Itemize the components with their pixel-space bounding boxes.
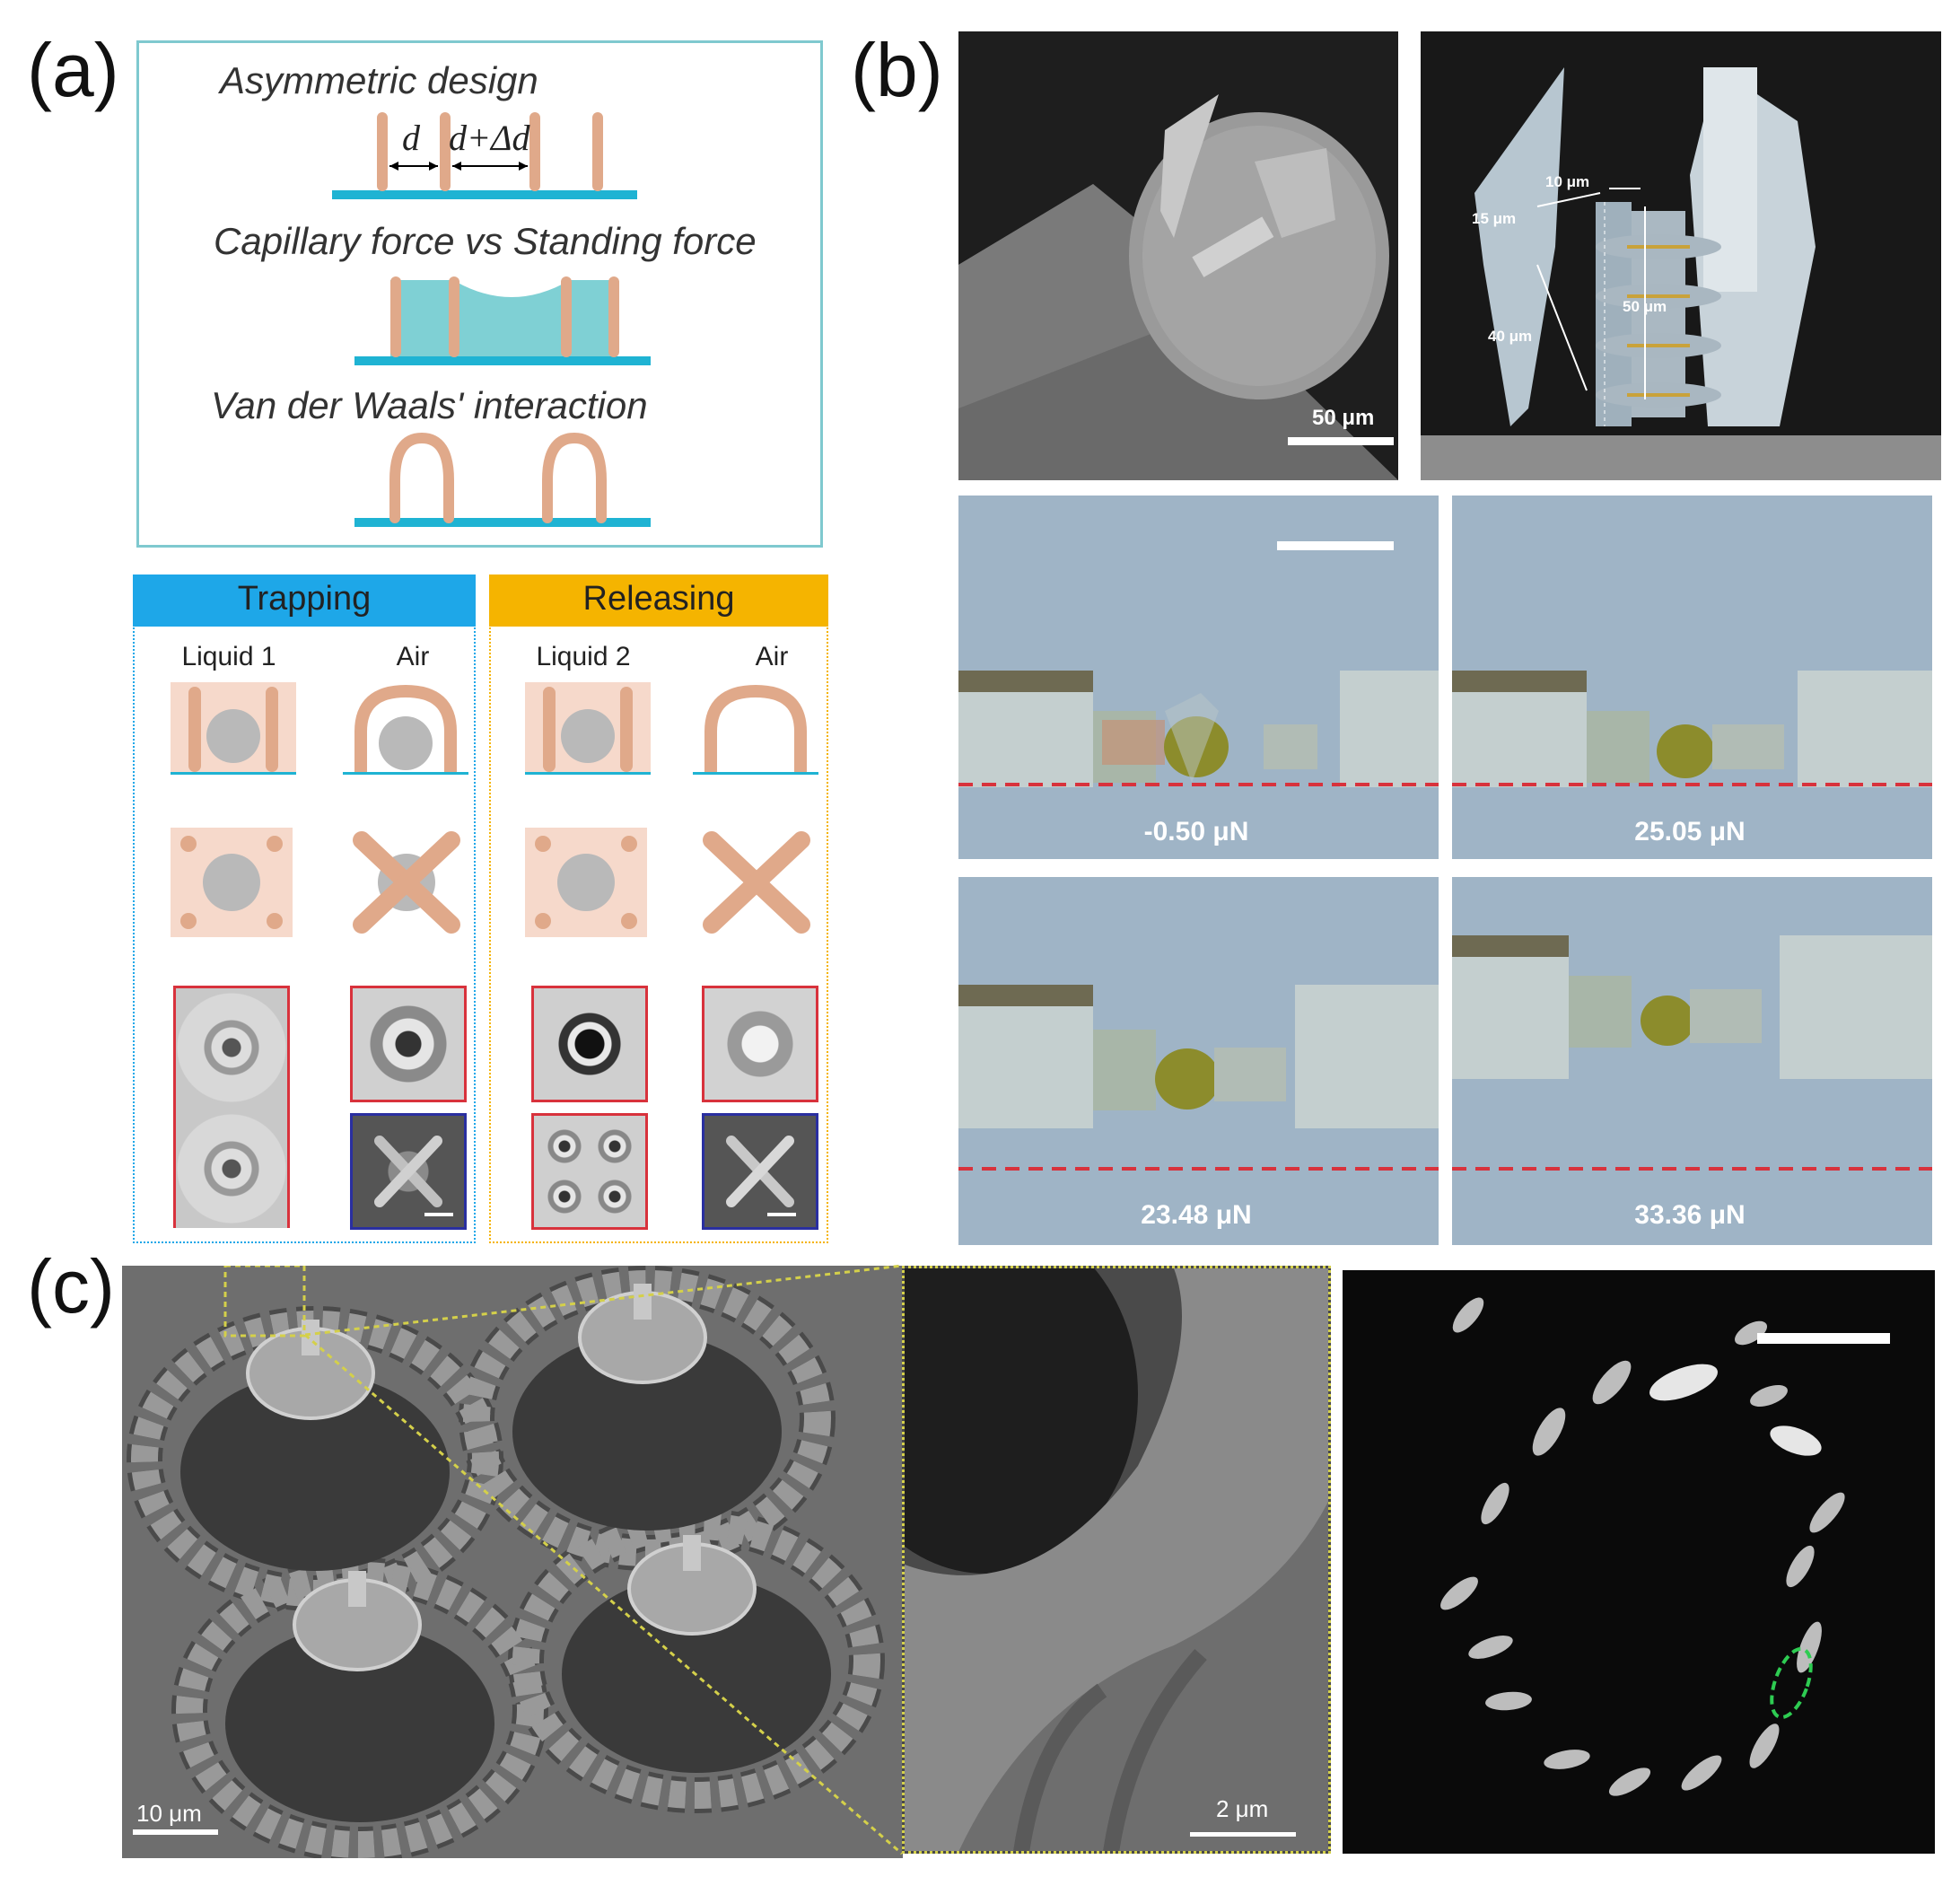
- trapping-header-bar: [133, 575, 476, 627]
- micrograph-release-air-sem: [702, 1113, 818, 1230]
- panel-label-b: (b): [851, 28, 943, 112]
- sem-gear-array-image: [122, 1266, 903, 1858]
- scale-bar-frame-1: [1277, 541, 1394, 550]
- micrograph-trap-air-sem: [350, 1113, 467, 1230]
- releasing-header-bar: [489, 575, 828, 627]
- zoom-connector-lines: [304, 1264, 903, 1855]
- asymmetric-design-figure: [332, 112, 637, 199]
- dim-label-50: 50 μm: [1623, 298, 1667, 315]
- sem-fiber-image: [958, 31, 1398, 480]
- dim-label-10: 10 μm: [1545, 173, 1590, 190]
- micrograph-trap-liquid: [173, 986, 290, 1228]
- capillary-title: Capillary force vs Standing force: [214, 220, 757, 262]
- trap-air-top: [353, 831, 460, 934]
- release-air-side: [693, 684, 818, 775]
- gap-label-d: d: [402, 118, 420, 158]
- panel-label-c: (c): [27, 1244, 115, 1329]
- gripper-model-image: [1421, 31, 1941, 480]
- col-liquid-1: Liquid 1: [181, 642, 276, 671]
- trap-liquid-top: [171, 828, 293, 937]
- trap-air-side: [343, 684, 468, 775]
- force-frame-2: [1452, 496, 1932, 859]
- col-liquid-2: Liquid 2: [536, 642, 631, 671]
- trap-liquid-side: [171, 682, 296, 775]
- release-liquid-side: [525, 682, 651, 775]
- sem-zoom-image: [902, 1266, 1331, 1854]
- micrograph-release-liquid: [531, 986, 648, 1102]
- col-air-1: Air: [396, 642, 430, 671]
- release-air-top: [703, 831, 810, 934]
- dim-label-15: 15 μm: [1472, 210, 1517, 227]
- force-label-4: 33.36 μN: [1634, 1200, 1746, 1230]
- vdw-title: Van der Waals' interaction: [211, 384, 648, 426]
- force-label-1: -0.50 μN: [1143, 817, 1249, 846]
- scale-label-2: 2 μm: [1216, 1795, 1269, 1822]
- scale-label-10: 10 μm: [136, 1800, 202, 1827]
- sem-x-trap: [374, 1136, 453, 1216]
- sem-x-release: [726, 1136, 796, 1216]
- releasing-header: Releasing: [582, 580, 735, 618]
- col-air-2: Air: [755, 642, 789, 671]
- schematic-box: [136, 40, 823, 548]
- fluorescence-image: [1343, 1270, 1935, 1854]
- panel-label-a: (a): [27, 28, 119, 112]
- scale-bar-50: [1288, 437, 1394, 445]
- micrograph-trap-air: [350, 986, 467, 1102]
- capillary-figure: [354, 276, 651, 365]
- micrograph-release-air: [702, 986, 818, 1102]
- gap-label-d-plus-delta: d+Δd: [449, 118, 530, 158]
- scale-label-50: 50 μm: [1312, 406, 1375, 430]
- force-frame-1: [958, 496, 1439, 859]
- force-frame-4: [1452, 877, 1932, 1245]
- force-label-2: 25.05 μN: [1634, 817, 1746, 846]
- force-label-3: 23.48 μN: [1141, 1200, 1252, 1230]
- micrograph-release-liquid-2: [531, 1113, 648, 1230]
- trapping-header: Trapping: [237, 580, 372, 618]
- asymmetric-design-title: Asymmetric design: [220, 59, 538, 101]
- release-liquid-top: [525, 828, 647, 937]
- dim-label-40: 40 μm: [1488, 328, 1533, 345]
- force-frame-3: [958, 877, 1439, 1245]
- vdw-figure: [354, 432, 651, 527]
